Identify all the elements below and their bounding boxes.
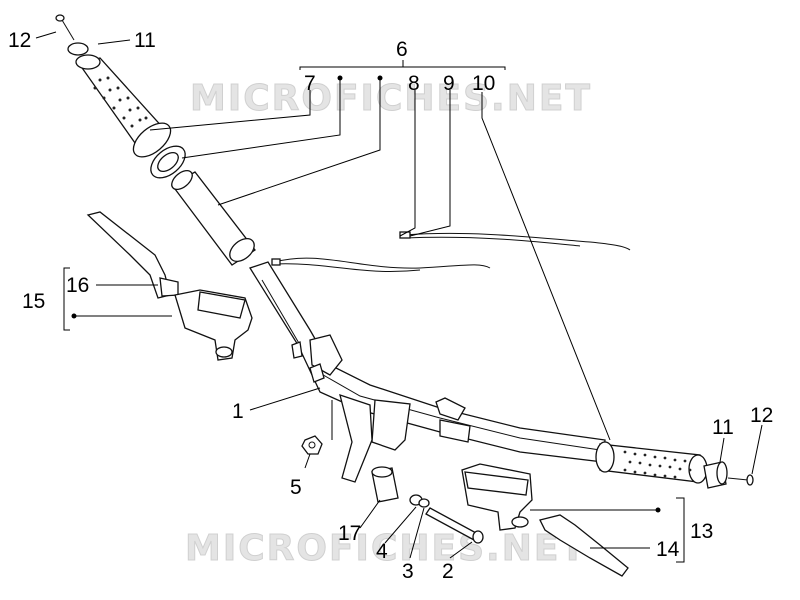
callout-12-bottom: 12 xyxy=(750,404,773,427)
right-brake-assembly xyxy=(461,463,629,577)
callout-1: 1 xyxy=(232,400,244,423)
callout-6: 6 xyxy=(396,38,408,61)
callout-10: 10 xyxy=(472,72,495,95)
callout-11-bottom: 11 xyxy=(712,416,734,439)
callout-12-top: 12 xyxy=(8,29,31,52)
callout-8: 8 xyxy=(408,72,420,95)
callout-5: 5 xyxy=(290,476,302,499)
leader-lines xyxy=(35,31,763,563)
watermark-bottom: MICROFICHES.NET xyxy=(185,528,587,569)
callout-15: 15 xyxy=(22,290,45,313)
callout-7: 7 xyxy=(304,72,316,95)
callout-9: 9 xyxy=(443,72,455,95)
right-grip-assembly xyxy=(595,441,754,489)
callout-13: 13 xyxy=(690,520,713,543)
callout-17: 17 xyxy=(338,522,361,545)
callout-16: 16 xyxy=(66,274,89,297)
throttle-cables xyxy=(271,231,631,272)
left-brake-lever xyxy=(86,211,253,361)
callout-2: 2 xyxy=(442,560,454,583)
watermark-top: MICROFICHES.NET xyxy=(190,78,592,119)
small-hardware xyxy=(301,435,484,544)
callout-3: 3 xyxy=(402,560,414,583)
callout-11-top: 11 xyxy=(134,29,156,52)
handlebar-tube xyxy=(249,261,606,483)
top-screw xyxy=(55,14,75,41)
callout-14: 14 xyxy=(656,538,680,561)
callout-4: 4 xyxy=(376,540,388,563)
callout-labels: 6 7 8 9 10 12 11 15 16 1 5 17 4 3 2 13 1… xyxy=(8,29,773,583)
left-grip-assembly xyxy=(67,42,256,266)
